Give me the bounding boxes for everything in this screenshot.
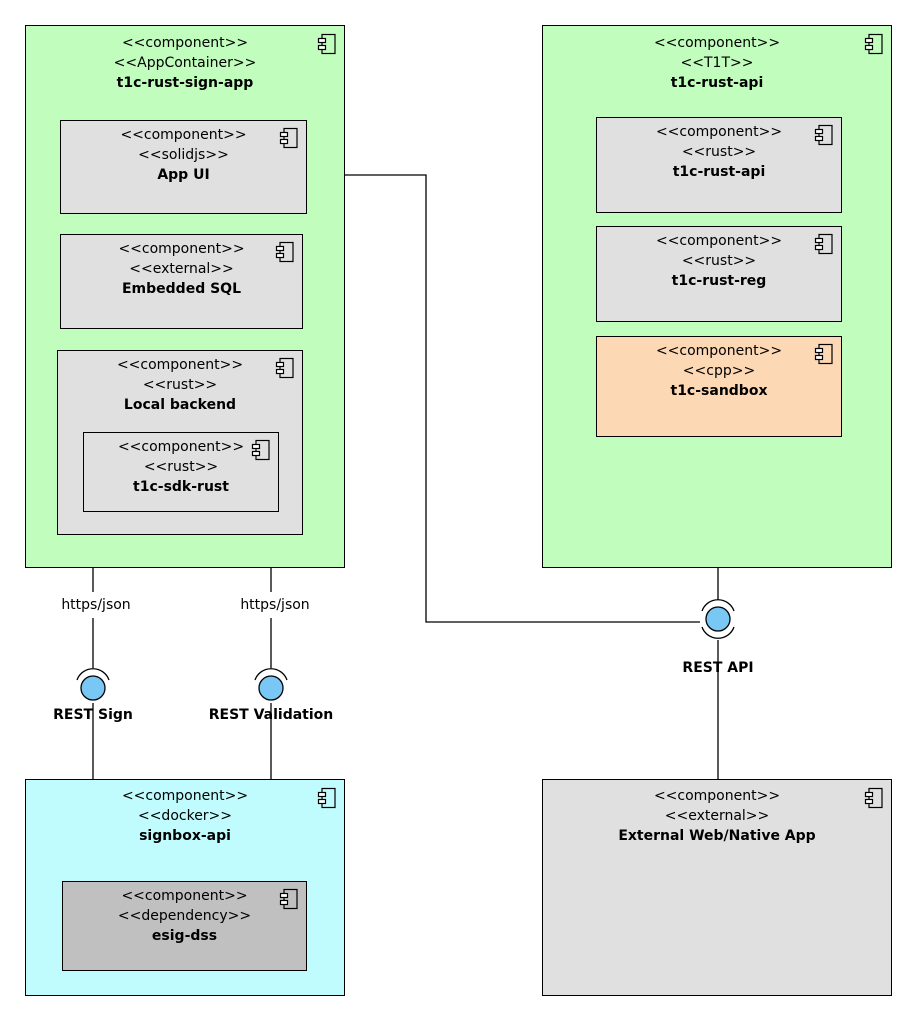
uml-component-icon [279,888,298,910]
stereotype-component: <<component>> [655,233,783,249]
stereotype-rust: <<rust>> [142,377,218,393]
rest-sign-protocol-label: https/json [61,597,131,613]
stereotype-component: <<component>> [120,127,247,143]
stereotype-component: <<component>> [653,788,781,804]
rest-api-interface-ball [705,606,731,632]
uml-component-icon [275,357,294,379]
esig-dss-component[interactable]: <<component>> <<dependency>> esig-dss [62,881,307,971]
stereotype-component: <<component>> [655,343,783,359]
stereotype-component: <<component>> [121,35,249,51]
uml-component-icon [814,343,833,365]
uml-component-icon [864,787,883,809]
uml-component-icon [317,787,336,809]
stereotype-component: <<component>> [117,439,245,455]
rest-validation-protocol-label: https/json [240,597,310,613]
rust-reg-component[interactable]: <<component>> <<rust>> t1c-rust-reg [596,226,842,322]
stereotype-rust: <<rust>> [681,253,757,269]
stereotype-component: <<component>> [653,35,781,51]
signbox-api-title: signbox-api [139,828,231,844]
sandbox-component[interactable]: <<component>> <<cpp>> t1c-sandbox [596,336,842,437]
uml-component-icon [251,439,270,461]
sign-app-container[interactable]: <<component>> <<AppContainer>> t1c-rust-… [25,25,345,568]
rest-api-interface-label: REST API [682,660,754,676]
stereotype-rust: <<rust>> [143,459,219,475]
stereotype-component: <<component>> [121,788,249,804]
stereotype-rust: <<rust>> [681,144,757,160]
sign-app-title: t1c-rust-sign-app [116,75,254,91]
uml-component-icon [317,33,336,55]
stereotype-component: <<component>> [121,888,248,904]
signbox-api-container[interactable]: <<component>> <<docker>> signbox-api <<c… [25,779,345,996]
rest-sign-socket [76,668,110,681]
rest-api-socket [701,599,735,639]
stereotype-external: <<external>> [129,261,234,277]
stereotype-component: <<component>> [118,241,245,257]
sandbox-title: t1c-sandbox [670,383,768,399]
stereotype-component: <<component>> [116,357,244,373]
app-ui-to-rest-api-wire [308,174,700,623]
rest-validation-socket [254,668,288,681]
local-backend-title: Local backend [123,397,237,413]
app-ui-title: App UI [157,167,210,183]
app-ui-component[interactable]: <<component>> <<solidjs>> App UI [60,120,307,214]
rest-sign-interface-label: REST Sign [53,707,133,723]
stereotype-cpp: <<cpp>> [682,363,756,379]
stereotype-component: <<component>> [655,124,783,140]
external-app-title: External Web/Native App [618,828,816,844]
sdk-rust-component[interactable]: <<component>> <<rust>> t1c-sdk-rust [83,432,279,512]
stereotype-solidjs: <<solidjs>> [138,147,229,163]
uml-component-icon [814,124,833,146]
stereotype-t1t: <<T1T>> [680,55,754,71]
uml-component-icon [279,127,298,149]
local-backend-component[interactable]: <<component>> <<rust>> Local backend <<c… [57,350,303,535]
sdk-rust-title: t1c-sdk-rust [133,479,229,495]
stereotype-appcontainer: <<AppContainer>> [113,55,257,71]
rust-api-container-title: t1c-rust-api [670,75,764,91]
stereotype-docker: <<docker>> [137,808,233,824]
rust-api-container[interactable]: <<component>> <<T1T>> t1c-rust-api <<com… [542,25,892,568]
rust-api-component[interactable]: <<component>> <<rust>> t1c-rust-api [596,117,842,213]
rust-api-component-title: t1c-rust-api [672,164,766,180]
stereotype-external: <<external>> [664,808,770,824]
embedded-sql-title: Embedded SQL [121,281,241,297]
esig-dss-title: esig-dss [151,928,218,944]
rest-validation-interface-label: REST Validation [208,707,334,723]
uml-component-icon [275,241,294,263]
rust-reg-title: t1c-rust-reg [671,273,767,289]
rest-sign-interface-ball [80,675,106,701]
uml-component-icon [864,33,883,55]
stereotype-dependency: <<dependency>> [117,908,252,924]
uml-component-icon [814,233,833,255]
rest-validation-interface-ball [258,675,284,701]
embedded-sql-component[interactable]: <<component>> <<external>> Embedded SQL [60,234,303,329]
external-app-component[interactable]: <<component>> <<external>> External Web/… [542,779,892,996]
